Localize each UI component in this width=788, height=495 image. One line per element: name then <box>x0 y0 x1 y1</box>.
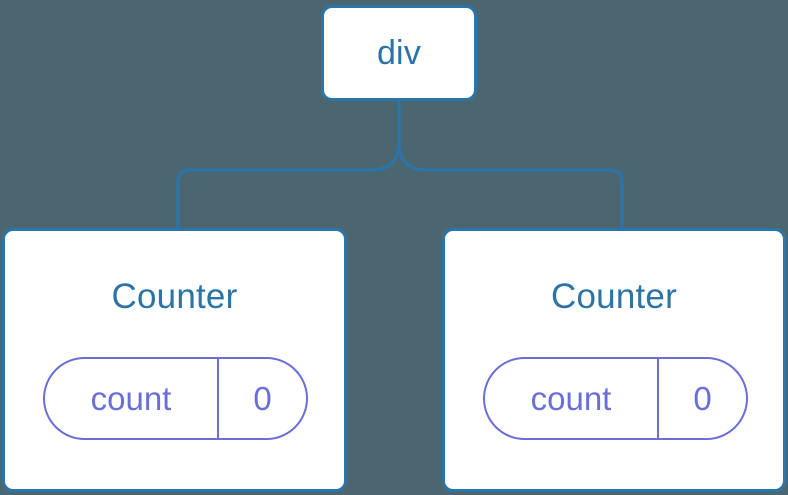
state-pill-counter-right[interactable]: count 0 <box>483 357 748 440</box>
state-key-count-right: count <box>530 380 612 417</box>
node-counter-right-label: Counter <box>551 277 677 316</box>
node-counter-right[interactable]: Counter <box>442 228 786 492</box>
state-value-count-left: 0 <box>217 359 306 438</box>
state-value-count-right: 0 <box>657 359 746 438</box>
connector-root-to-left-counter <box>176 98 401 230</box>
node-div[interactable]: div <box>321 5 477 101</box>
state-pill-counter-left[interactable]: count 0 <box>43 357 308 440</box>
node-counter-left[interactable]: Counter <box>2 228 347 492</box>
node-counter-left-label: Counter <box>111 277 238 316</box>
state-key-count-left: count <box>90 380 172 417</box>
node-div-label: div <box>376 34 422 72</box>
connector-root-to-right-counter <box>397 98 624 230</box>
